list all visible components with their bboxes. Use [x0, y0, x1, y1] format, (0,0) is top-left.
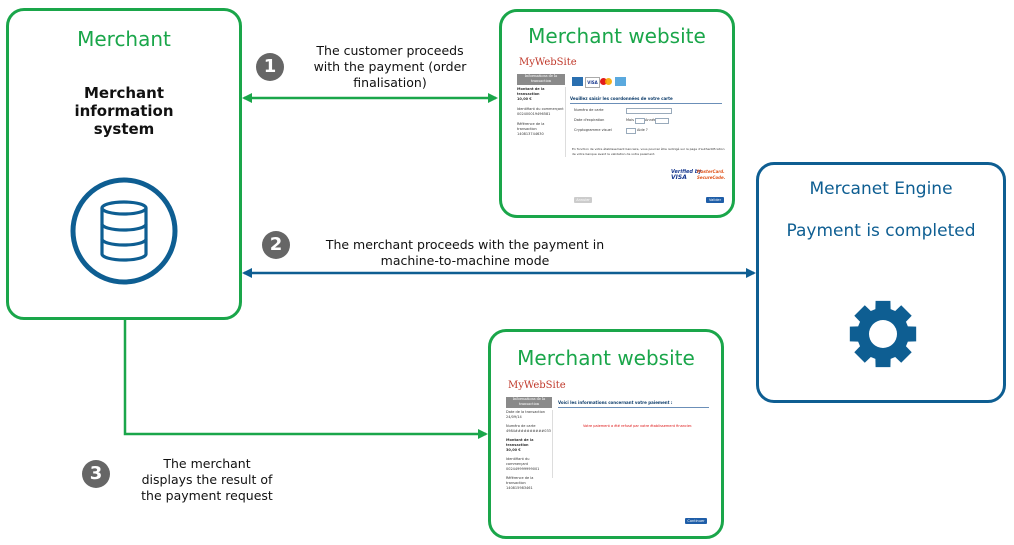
website-bottom-title: Merchant website — [517, 346, 695, 370]
arrow-merchant-to-website-bottom — [123, 320, 488, 439]
card-logo-cb — [572, 77, 583, 86]
card-number-field[interactable] — [626, 108, 672, 114]
engine-status: Payment is completed — [786, 221, 976, 241]
website-top-title: Merchant website — [528, 24, 706, 48]
card-logo-mastercard — [600, 77, 613, 86]
verified-by-visa-logo: Verified by VISA — [671, 169, 702, 181]
website-bottom-box: Merchant website MyWebSite Informations … — [488, 329, 724, 539]
submit-button[interactable]: Valider — [706, 197, 724, 203]
database-icon — [70, 177, 178, 285]
card-logo-amex — [615, 77, 626, 86]
mastercard-securecode-logo: MasterCard. SecureCode. — [697, 169, 726, 180]
merchant-box: Merchant Merchant information system — [6, 8, 242, 320]
engine-box: Mercanet Engine Payment is completed — [756, 162, 1006, 403]
website-top-section-title: Veuillez saisir les coordonnées de votre… — [570, 96, 673, 101]
engine-title: Mercanet Engine — [809, 179, 953, 199]
website-bottom-sidebar: Date de la transaction 24/09/14 Numéro d… — [506, 410, 553, 490]
expiry-month-select[interactable] — [635, 118, 645, 124]
website-top-screenshot: MyWebSite Informations de la transaction… — [514, 57, 726, 210]
payment-result-text: Votre paiement a été refusé par votre ét… — [583, 424, 693, 428]
merchant-system-line-2: information — [74, 102, 174, 120]
gear-hole — [869, 320, 897, 348]
website-top-logo: MyWebSite — [519, 57, 577, 68]
step-3-badge: 3 — [82, 460, 110, 488]
step-1-badge: 1 — [256, 53, 284, 81]
website-top-sidebar: Montant de la transaction 10,00 € Identi… — [517, 87, 566, 157]
cvv-field[interactable] — [626, 128, 636, 134]
website-bottom-section-title: Voici les informations concernant votre … — [558, 400, 673, 405]
step-3-caption: The merchant displays the result of the … — [141, 456, 273, 503]
step-2-caption: The merchant proceeds with the payment i… — [325, 237, 605, 268]
step-2-badge: 2 — [262, 231, 290, 259]
gear-icon — [849, 300, 917, 368]
website-top-box: Merchant website MyWebSite Informations … — [499, 9, 735, 218]
card-logo-visa: VISA — [585, 77, 600, 88]
merchant-system-line-1: Merchant — [83, 84, 165, 102]
continue-button[interactable]: Continuer — [685, 518, 707, 524]
merchant-system-line-3: system — [93, 120, 155, 138]
website-bottom-screenshot: MyWebSite Informations de la transaction… — [503, 380, 715, 532]
merchant-title: Merchant — [77, 27, 171, 51]
website-bottom-logo: MyWebSite — [508, 380, 566, 391]
step-1-caption: The customer proceeds with the payment (… — [313, 43, 467, 90]
cancel-button[interactable]: Annuler — [574, 197, 592, 203]
expiry-year-select[interactable] — [655, 118, 669, 124]
